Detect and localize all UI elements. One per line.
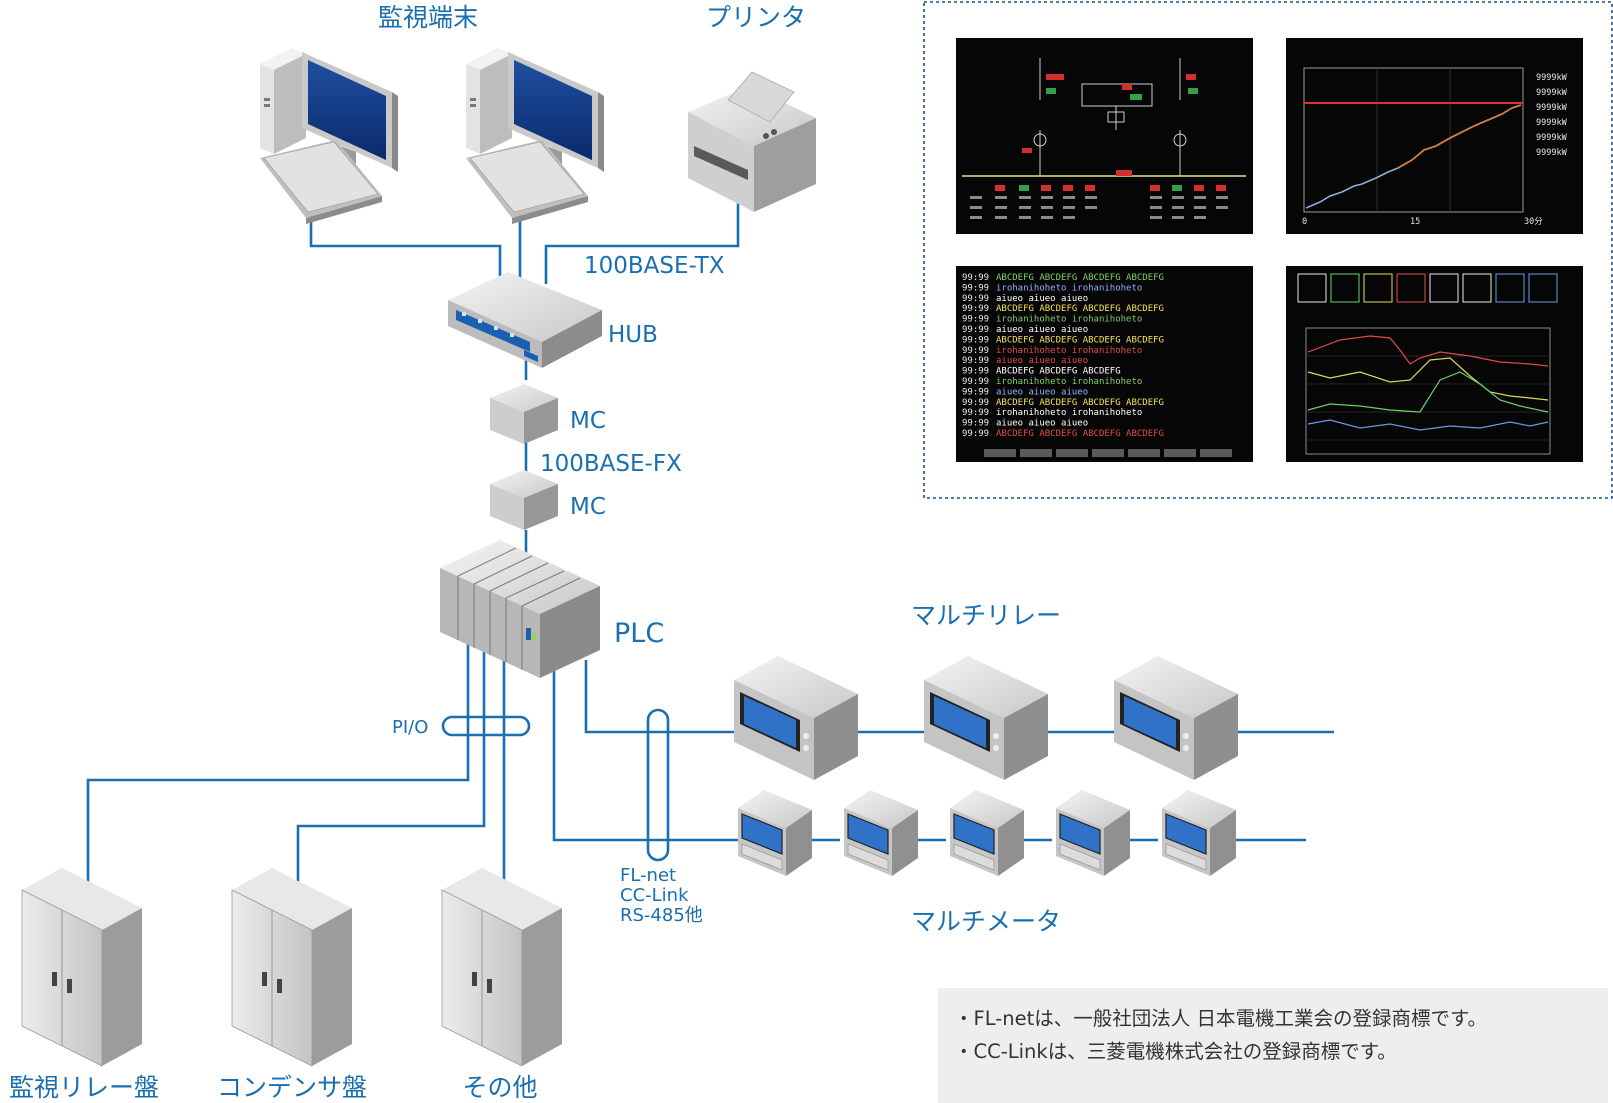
- cabinet-other: [441, 868, 562, 1067]
- trend-y-label: 9999kW: [1536, 118, 1568, 128]
- log-message: ABCDEFG ABCDEFG ABCDEFG ABCDEFG: [996, 335, 1164, 345]
- label-fieldbus-cclink: CC-Link: [620, 885, 689, 906]
- trend-y-label: 9999kW: [1536, 103, 1568, 113]
- label-100base-tx: 100BASE-TX: [584, 253, 725, 279]
- multi-meter: [1056, 790, 1130, 876]
- screen-trend: 9999kW 9999kW 9999kW 9999kW 9999kW 9999k…: [1286, 38, 1583, 234]
- screens-frame: [923, 1, 1613, 499]
- label-multi-relay: マルチリレー: [911, 601, 1061, 630]
- label-fieldbus-flnet: FL-net: [620, 865, 676, 886]
- multi-relay: [734, 656, 858, 780]
- pc-workstation: [466, 48, 604, 224]
- trend-x-label: 15: [1410, 217, 1420, 227]
- label-fieldbus-rs485: RS-485他: [620, 905, 703, 926]
- trend-y-label: 9999kW: [1536, 148, 1568, 158]
- multi-meter: [844, 790, 918, 876]
- log-time: 99:99: [962, 294, 989, 304]
- log-time: 99:99: [962, 283, 989, 293]
- log-message: ABCDEFG ABCDEFG ABCDEFG ABCDEFG: [996, 304, 1164, 314]
- hub-device: [448, 272, 602, 368]
- log-message: aiueo aiueo aiueo: [996, 294, 1088, 304]
- trend-x-label: 30分: [1524, 217, 1543, 227]
- log-message: aiueo aiueo aiueo: [996, 387, 1088, 397]
- log-time: 99:99: [962, 304, 989, 314]
- log-message: ABCDEFG ABCDEFG ABCDEFG ABCDEFG: [996, 398, 1164, 408]
- label-mc-2: MC: [570, 494, 606, 520]
- log-message: aiueo aiueo aiueo: [996, 325, 1088, 335]
- log-time: 99:99: [962, 356, 989, 366]
- log-time: 99:99: [962, 387, 989, 397]
- multi-meter: [1162, 790, 1236, 876]
- log-time: 99:99: [962, 325, 989, 335]
- label-panel-relay: 監視リレー盤: [9, 1073, 159, 1102]
- trend-y-label: 9999kW: [1536, 88, 1568, 98]
- log-message: irohanihoheto irohanihoheto: [996, 283, 1142, 293]
- trend-y-label: 9999kW: [1536, 133, 1568, 143]
- log-message: aiueo aiueo aiueo: [996, 419, 1088, 429]
- log-time: 99:99: [962, 315, 989, 325]
- log-time: 99:99: [962, 367, 989, 377]
- multi-meter: [738, 790, 812, 876]
- log-time: 99:99: [962, 429, 989, 439]
- fieldbus-bundle-loop: [646, 708, 670, 862]
- printer: [688, 71, 816, 212]
- plc-unit: [440, 540, 600, 678]
- pc-workstation: [260, 48, 398, 224]
- multi-relay: [924, 656, 1048, 780]
- cabinet-relay: [21, 868, 142, 1067]
- log-message: irohanihoheto irohanihoheto: [996, 377, 1142, 387]
- log-message: irohanihoheto irohanihoheto: [996, 315, 1142, 325]
- label-monitor-terminal: 監視端末: [378, 3, 478, 32]
- log-time: 99:99: [962, 408, 989, 418]
- log-message: ABCDEFG ABCDEFG ABCDEFG ABCDEFG: [996, 429, 1164, 439]
- label-panel-other: その他: [462, 1073, 537, 1102]
- log-message: aiueo aiueo aiueo: [996, 356, 1088, 366]
- label-plc: PLC: [614, 618, 664, 649]
- label-hub: HUB: [608, 322, 658, 348]
- label-100base-fx: 100BASE-FX: [540, 451, 682, 477]
- media-converter-1: [490, 384, 558, 444]
- pio-bundle-loop: [441, 715, 531, 737]
- label-panel-condenser: コンデンサ盤: [217, 1073, 367, 1102]
- trend-y-label: 9999kW: [1536, 73, 1568, 83]
- log-time: 99:99: [962, 273, 989, 283]
- screen-single-line: [956, 38, 1253, 234]
- log-message: ABCDEFG ABCDEFG ABCDEFG: [996, 367, 1121, 377]
- log-time: 99:99: [962, 335, 989, 345]
- screen-multi-trend: [1286, 266, 1583, 462]
- log-time: 99:99: [962, 377, 989, 387]
- note-cclink: ・CC-Linkは、三菱電機株式会社の登録商標です。: [954, 1040, 1397, 1063]
- multi-relay: [1114, 656, 1238, 780]
- label-printer: プリンタ: [706, 3, 806, 32]
- log-message: irohanihoheto irohanihoheto: [996, 346, 1142, 356]
- note-flnet: ・FL-netは、一般社団法人 日本電機工業会の登録商標です。: [954, 1007, 1488, 1030]
- multi-meter: [950, 790, 1024, 876]
- log-message: irohanihoheto irohanihoheto: [996, 408, 1142, 418]
- media-converter-2: [490, 470, 558, 530]
- log-time: 99:99: [962, 419, 989, 429]
- log-message: ABCDEFG ABCDEFG ABCDEFG ABCDEFG: [996, 273, 1164, 283]
- trademark-notes: ・FL-netは、一般社団法人 日本電機工業会の登録商標です。 ・CC-Link…: [938, 988, 1608, 1103]
- label-mc-1: MC: [570, 408, 606, 434]
- trend-x-label: 0: [1302, 217, 1307, 227]
- log-time: 99:99: [962, 346, 989, 356]
- log-time: 99:99: [962, 398, 989, 408]
- label-multi-meter: マルチメータ: [911, 907, 1061, 936]
- label-pio: PI/O: [392, 717, 428, 738]
- cabinet-condenser: [231, 868, 352, 1067]
